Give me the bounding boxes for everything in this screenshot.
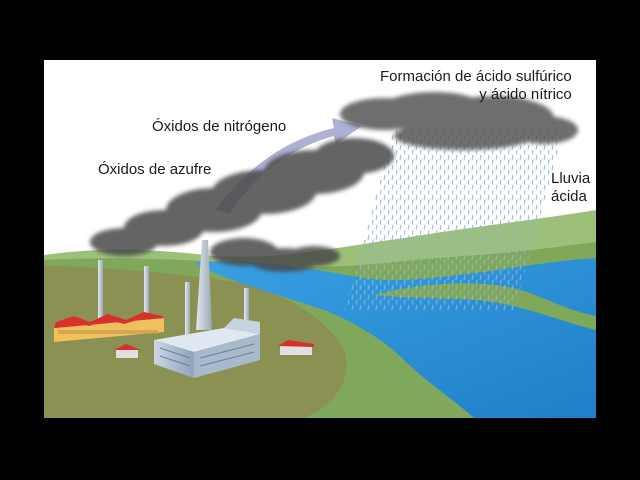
scene-illustration <box>44 92 596 418</box>
acid-cloud <box>340 92 578 150</box>
factory-left <box>54 312 164 342</box>
label-sulfur-oxides: Óxidos de azufre <box>98 161 212 178</box>
house <box>278 340 314 355</box>
label-acid-rain-line1: Lluvia <box>551 170 591 187</box>
label-nitrogen-oxides: Óxidos de nitrógeno <box>152 118 287 135</box>
label-acid-rain: Lluvia ácida <box>551 170 590 206</box>
label-acid-formation: Formación de ácido sulfúrico y ácido nít… <box>380 68 572 104</box>
label-acid-formation-line2: y ácido nítrico <box>479 86 572 103</box>
power-plant <box>154 240 260 378</box>
label-acid-rain-line2: ácida <box>551 188 587 205</box>
acid-rain <box>344 130 564 310</box>
label-acid-formation-line1: Formación de ácido sulfúrico <box>380 68 572 85</box>
chimney <box>144 266 149 322</box>
chimney <box>98 260 103 322</box>
smoke-plume <box>90 138 394 272</box>
acid-rain-diagram: Formación de ácido sulfúrico y ácido nít… <box>44 60 596 418</box>
house <box>114 344 140 358</box>
